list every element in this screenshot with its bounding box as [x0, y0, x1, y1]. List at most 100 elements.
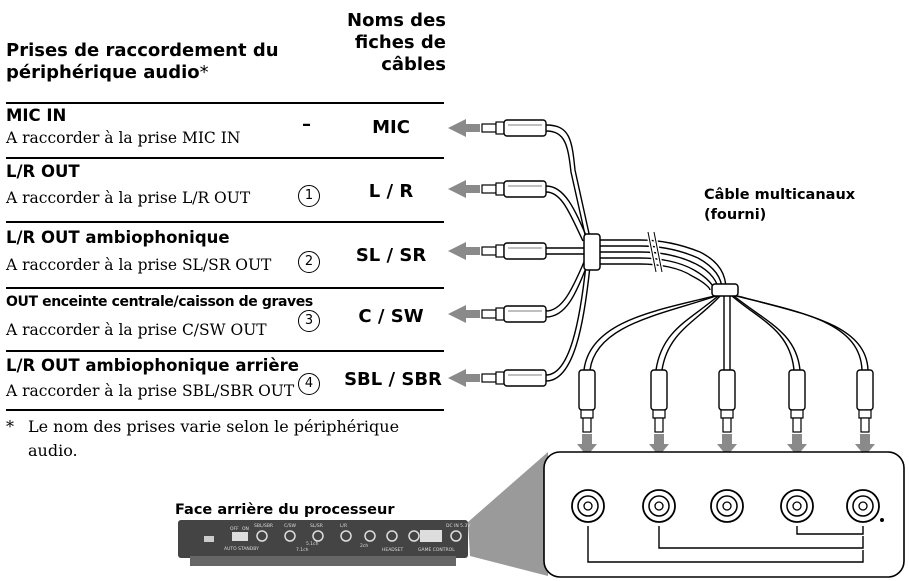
zoom-callout	[468, 452, 548, 576]
processor-body	[178, 520, 468, 558]
row-sblsbr-title: L/R OUT ambiophonique arrière	[6, 356, 299, 375]
arrow-left-icon	[448, 180, 480, 198]
arrow-left-icon	[448, 242, 480, 260]
arrow-down-icon	[649, 434, 669, 456]
row-lr-number: 1	[298, 185, 320, 207]
header-rule	[6, 102, 444, 104]
footnote-line-1: Le nom des prises varie selon le périphé…	[28, 417, 400, 436]
row-sblsbr-subtitle: A raccorder à la prise SBL/SBR OUT	[6, 382, 295, 400]
row-lr-title: L/R OUT	[6, 162, 80, 181]
usb-port-icon	[204, 536, 214, 542]
tiny-label: L/R	[340, 523, 347, 529]
processor-base	[190, 556, 456, 566]
row-rule	[6, 287, 444, 289]
plug-connector-lr	[448, 180, 547, 198]
tiny-label: OFF	[230, 526, 239, 532]
plug-mic: MIC	[372, 117, 410, 138]
cable-label-line-2: (fourni)	[704, 207, 767, 223]
row-slsr-title: L/R OUT ambiophonique	[6, 228, 230, 247]
cable-label-line-1: Câble multicanaux	[704, 187, 856, 203]
row-sblsbr-number: 4	[298, 373, 320, 395]
row-rule	[6, 157, 444, 159]
jack-label-slsr: SL/SR	[708, 467, 749, 482]
row-slsr-number: 2	[298, 251, 320, 273]
vplug-micout	[855, 369, 875, 456]
plug-connector-slsr	[448, 242, 547, 260]
tiny-label: HEADSET	[382, 547, 403, 553]
plug-header-line-1: Noms des	[347, 10, 446, 31]
plug-connector-csw	[448, 305, 547, 323]
vplug-lr	[787, 369, 807, 456]
tiny-label: SBL/SBR	[254, 523, 273, 529]
tiny-label: GAME CONTROL	[418, 547, 455, 553]
row-csw-number: 3	[298, 310, 320, 332]
row-csw-title: OUT enceinte centrale/caisson de graves	[6, 294, 313, 310]
jack-label-csw: C/SW	[641, 467, 678, 482]
tiny-label: AUTO STANDBY	[224, 546, 259, 552]
left-plugs	[448, 119, 547, 387]
header-line-2-text: périphérique audio	[6, 62, 200, 83]
left-cables	[545, 124, 591, 382]
cable-label: Câble multicanaux (fourni)	[704, 185, 855, 225]
vplug-sblsbr	[577, 369, 597, 456]
cable-bundle-clip	[583, 233, 601, 271]
tiny-label: 2ch	[360, 543, 368, 549]
tiny-label: C/SW	[284, 523, 297, 529]
footnote-marker: *	[6, 417, 14, 436]
jack-sblsbr	[571, 489, 605, 523]
footnote-text: Le nom des prises varie selon le périphé…	[28, 415, 448, 463]
tiny-label: DC IN 5.3V	[446, 523, 471, 529]
jack-micout	[846, 489, 880, 523]
jack-label-lr: L/R	[785, 467, 808, 482]
row-csw-subtitle: A raccorder à la prise C/SW OUT	[6, 321, 267, 339]
tiny-label: SL/SR	[310, 523, 323, 529]
cable-bundle-clip	[711, 283, 739, 297]
arrow-down-icon	[787, 434, 807, 456]
header-asterisk: *	[199, 62, 209, 83]
row-mic-number: –	[302, 114, 311, 135]
right-cables	[583, 295, 869, 371]
panel-tiny-labels: SBL/SBR C/SW SL/SR L/R OFF ON AUTO STAND…	[224, 523, 471, 553]
auto-standby-switch	[232, 532, 248, 541]
jack-row	[571, 489, 880, 523]
plug-header-line-2: fiches de	[354, 32, 446, 53]
row-mic-title: MIC IN	[6, 106, 67, 125]
arrow-down-icon	[577, 434, 597, 456]
jack-slsr	[710, 489, 744, 523]
mic-dot	[880, 518, 884, 522]
cable-bundle	[600, 239, 727, 291]
row-rule	[6, 221, 444, 223]
plug-connector-mic	[448, 119, 547, 137]
jack-lr	[780, 489, 814, 523]
row-rule	[6, 409, 444, 411]
header-line-2: périphérique audio*	[6, 62, 306, 84]
row-slsr-subtitle: A raccorder à la prise SL/SR OUT	[6, 256, 272, 274]
bracket-label-51ch: 5.1ch	[732, 542, 775, 557]
column-header-jacks: Prises de raccordement du périphérique a…	[6, 40, 306, 84]
jack-label-sblsbr: SBL/SBR	[560, 467, 620, 482]
row-mic-subtitle: A raccorder à la prise MIC IN	[6, 129, 241, 147]
vertical-plugs	[577, 369, 875, 456]
footnote-line-2: audio.	[28, 441, 78, 460]
plug-header-line-3: câbles	[381, 54, 446, 75]
dc-in-jack	[450, 530, 462, 542]
jack-csw	[642, 489, 676, 523]
header-line-1: Prises de raccordement du	[6, 40, 279, 61]
vplug-csw	[649, 369, 669, 456]
jack-label-micout: MIC OUT	[832, 467, 892, 482]
arrow-left-icon	[448, 305, 480, 323]
processor-rear-panel: SBL/SBR C/SW SL/SR L/R OFF ON AUTO STAND…	[178, 520, 471, 566]
arrow-down-icon	[717, 434, 737, 456]
arrow-left-icon	[448, 119, 480, 137]
plug-csw: C / SW	[358, 306, 424, 327]
plug-slsr: SL / SR	[355, 245, 427, 266]
column-header-plugs: Noms des fiches de câbles	[330, 10, 446, 76]
vplug-slsr	[717, 369, 737, 456]
rear-panel-title: Face arrière du processeur	[175, 502, 395, 518]
plug-sblsbr: SBL / SBR	[344, 369, 442, 390]
row-rule	[6, 350, 444, 352]
bracket-label-2ch: 2ch	[818, 528, 848, 543]
game-control-port	[420, 530, 442, 542]
